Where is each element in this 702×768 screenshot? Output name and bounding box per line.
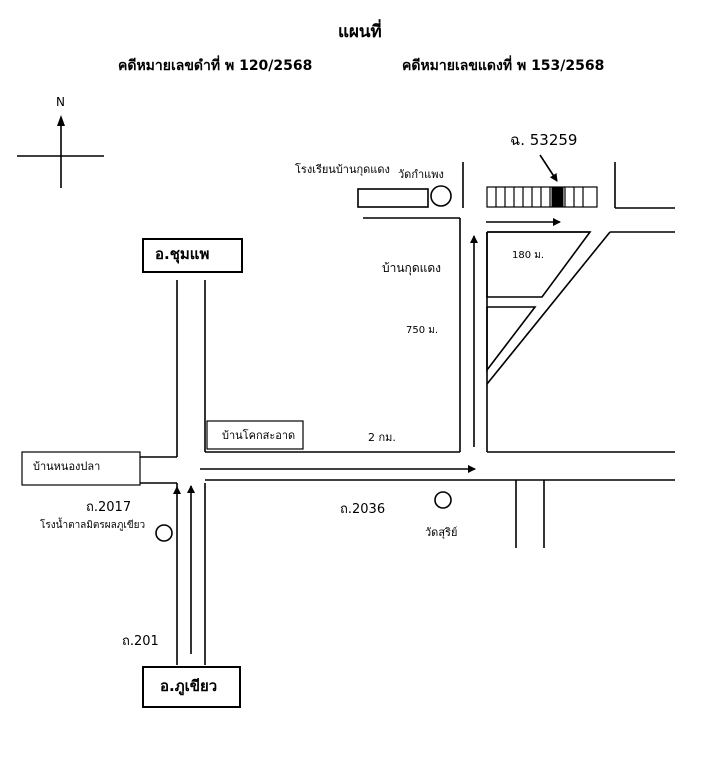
ban-kut-daeng-label: บ้านกุดแดง xyxy=(382,261,442,275)
phu-khiao-label: อ.ภูเขียว xyxy=(160,677,218,695)
sugar-factory-label: โรงน้ำตาลมิตรผลภูเขียว xyxy=(40,520,146,531)
distance-750m-label: 750 ม. xyxy=(406,325,439,336)
sugar-factory-symbol xyxy=(155,524,173,542)
land-plot-row xyxy=(486,186,598,208)
plot-number-label: ฉ. 53259 xyxy=(510,131,578,149)
diagonal-road-edge xyxy=(486,231,611,385)
road-island-upper xyxy=(486,231,592,298)
road-2036-label: ถ.2036 xyxy=(340,502,386,517)
ban-khok-sa-at-label: บ้านโคกสะอาด xyxy=(222,429,296,442)
ban-nong-pla-box xyxy=(21,451,141,486)
ban-khok-sa-at-box xyxy=(206,420,304,450)
chum-phae-box xyxy=(142,238,243,273)
school-building xyxy=(357,188,429,208)
wat-suri-label: วัดสุริย์ xyxy=(425,526,458,539)
subject-land-plot xyxy=(551,186,564,208)
chum-phae-label: อ.ชุมแพ xyxy=(155,245,210,263)
map-title: แผนที่ xyxy=(338,22,382,42)
road-island-lower xyxy=(486,306,537,373)
red-case-number: คดีหมายเลขแดงที่ พ 153/2568 xyxy=(402,58,605,74)
road-2017-label: ถ.2017 xyxy=(86,500,132,515)
wat-kamphaeng-label: วัดกำแพง xyxy=(398,168,444,181)
black-case-number: คดีหมายเลขดำที่ พ 120/2568 xyxy=(118,58,313,74)
arrow-to-plot xyxy=(539,154,558,182)
wat-kamphaeng-symbol xyxy=(430,185,452,207)
phu-khiao-box xyxy=(142,666,241,708)
compass-north-arrow xyxy=(57,115,65,126)
wat-suri-symbol xyxy=(434,491,452,509)
compass-north-label: N xyxy=(56,95,65,109)
distance-2km-label: 2 กม. xyxy=(368,431,396,444)
distance-180m-label: 180 ม. xyxy=(512,250,545,261)
school-label: โรงเรียนบ้านกุดแดง xyxy=(295,163,390,176)
ban-nong-pla-label: บ้านหนองปลา xyxy=(33,460,101,473)
road-201-label: ถ.201 xyxy=(122,634,159,649)
